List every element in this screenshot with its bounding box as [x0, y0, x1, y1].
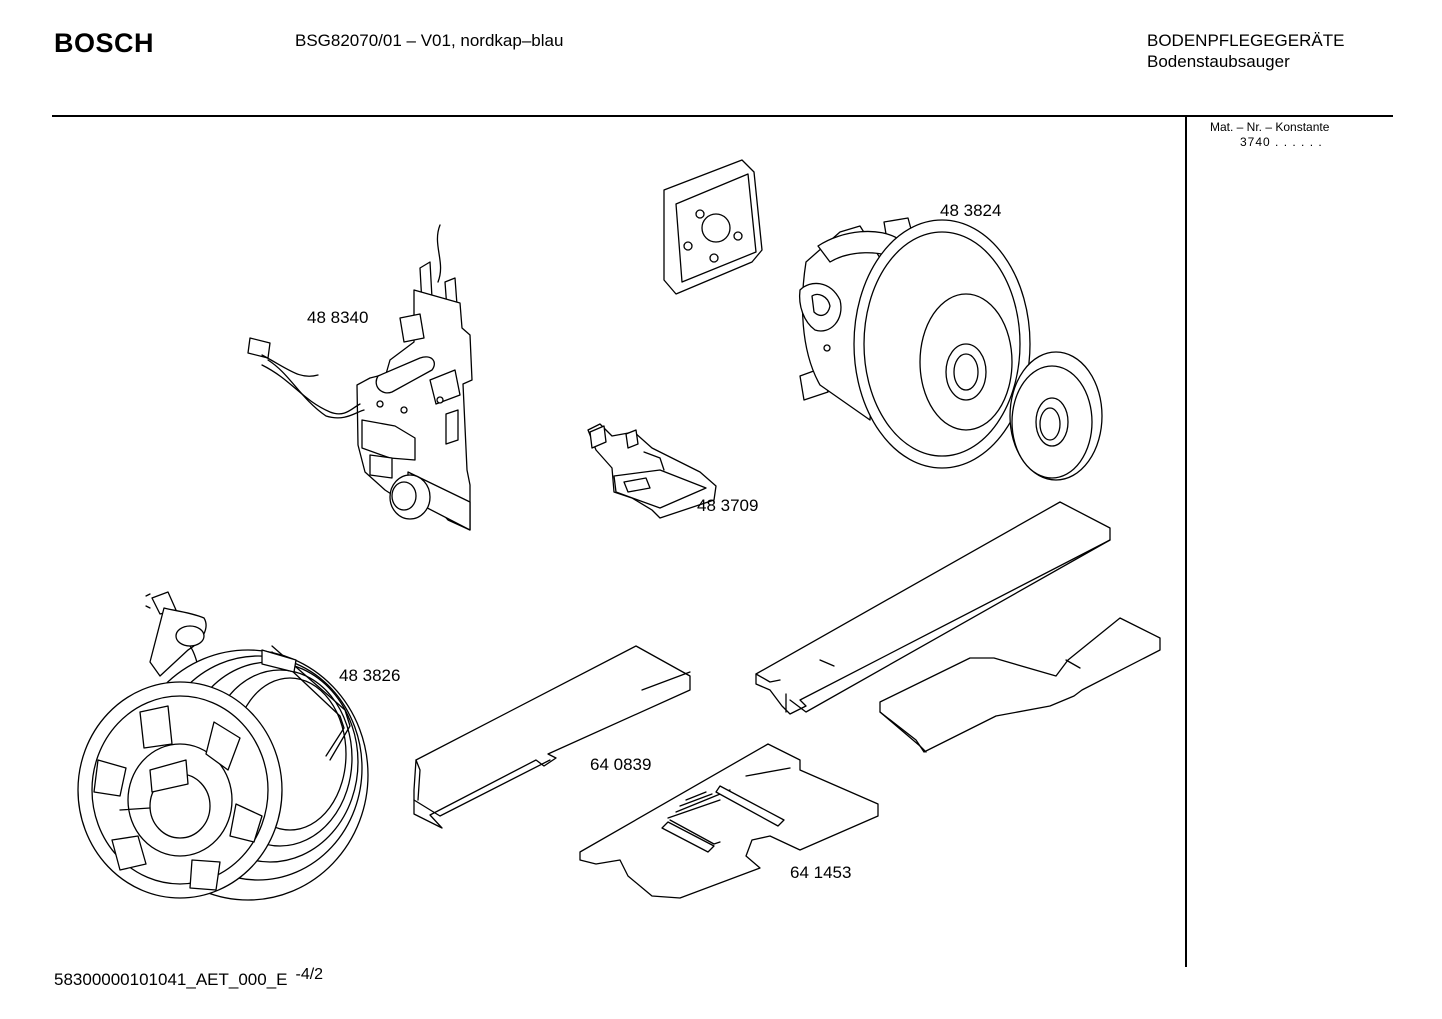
part-64-1453-filter-pad[interactable]	[580, 744, 878, 898]
motor-mount-bracket[interactable]	[664, 160, 762, 294]
part-label-48-8340: 48 8340	[307, 308, 369, 327]
mat-nr-value: 3740 . . . . . .	[1240, 135, 1323, 149]
footer-doc-id: 58300000101041_AET_000_E -4/2	[54, 966, 323, 990]
part-angled-filter-strip[interactable]	[880, 618, 1160, 752]
sidebar-divider	[1185, 117, 1187, 967]
model-title: BSG82070/01 – V01, nordkap–blau	[295, 31, 564, 50]
footer-page-number: -4/2	[295, 966, 324, 983]
subcategory-title: Bodenstaubsauger	[1147, 52, 1290, 71]
part-label-48-3709: 48 3709	[697, 496, 759, 515]
footer-doc-number: 58300000101041_AET_000_E	[54, 970, 288, 989]
part-48-3826-cable-reel[interactable]	[78, 592, 368, 900]
part-label-64-0839: 64 0839	[590, 755, 652, 774]
part-long-filter-strip[interactable]	[756, 502, 1110, 714]
part-48-3824-motor[interactable]	[800, 218, 1102, 480]
mat-nr-label: Mat. – Nr. – Konstante	[1210, 120, 1330, 134]
part-48-8340-electronics-board[interactable]	[248, 225, 472, 530]
brand-logo: BOSCH	[54, 28, 155, 58]
part-label-64-1453: 64 1453	[790, 863, 852, 882]
category-title: BODENPFLEGEGERÄTE	[1147, 31, 1345, 50]
part-64-0839-filter-strip[interactable]	[414, 646, 690, 828]
header-divider	[52, 115, 1393, 117]
part-48-3709-connector[interactable]	[588, 424, 716, 518]
part-label-48-3826: 48 3826	[339, 666, 401, 685]
part-label-48-3824: 48 3824	[940, 201, 1002, 220]
